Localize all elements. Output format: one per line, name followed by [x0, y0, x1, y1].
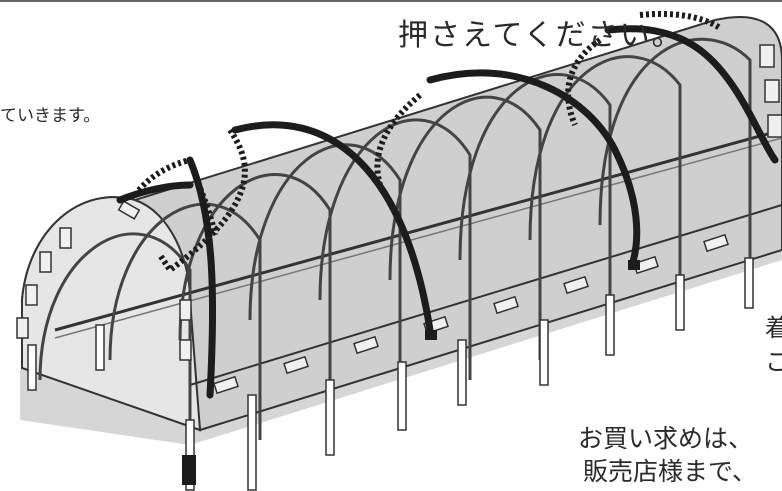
arch-hoops — [38, 37, 752, 460]
side-note-line-2: こ — [765, 348, 782, 376]
ridge-pole-inner — [54, 137, 782, 339]
bottom-rail — [189, 204, 782, 386]
instruction-heading: 押さえてください。 — [398, 18, 684, 53]
instruction-subline: ていきます。 — [0, 106, 101, 126]
side-note-line-1: 着 — [765, 314, 782, 342]
band-ties — [182, 260, 640, 485]
purchase-note-line-2: 販売店様まで、 — [583, 457, 758, 486]
ridge-pole — [54, 128, 782, 332]
purchase-note-line-1: お買い求めは、 — [578, 424, 754, 453]
hold-down-bands-dashed — [132, 10, 722, 275]
